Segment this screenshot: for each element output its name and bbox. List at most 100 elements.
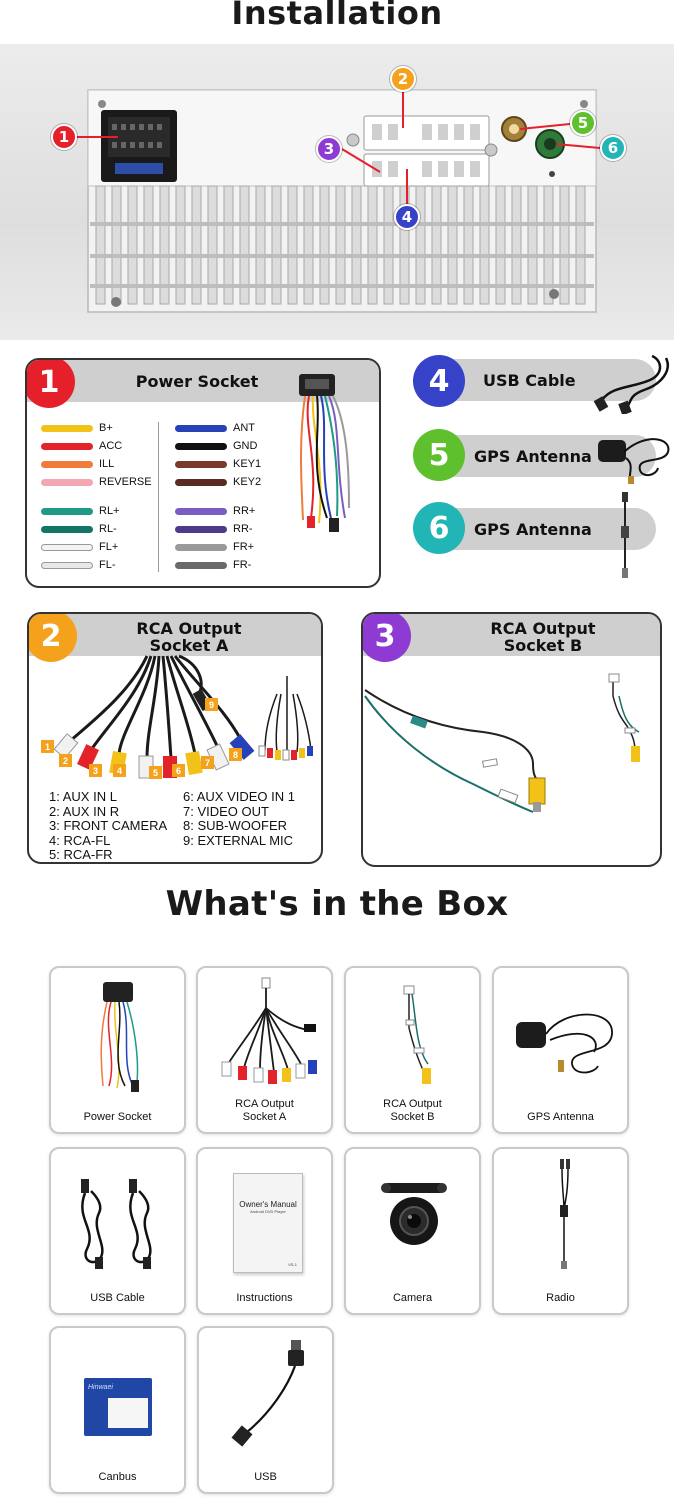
wire-row: REVERSE xyxy=(41,476,152,488)
wire-color-swatch xyxy=(41,460,93,468)
wire-label: ACC xyxy=(99,440,123,452)
gps-antenna-title-1: GPS Antenna xyxy=(474,447,592,466)
wire-label: RR- xyxy=(233,523,253,535)
wire-label: FL+ xyxy=(99,541,119,553)
wire-row: KEY2 xyxy=(175,476,261,488)
rca-a-tag-5: 5 xyxy=(149,766,162,779)
wire-color-swatch xyxy=(175,442,227,450)
wire-row: KEY1 xyxy=(175,458,261,470)
box-item-gps-antenna: GPS Antenna xyxy=(492,966,629,1134)
rca-socket-b-illustration xyxy=(364,673,640,813)
rca-socket-b-panel: RCA Output Socket B 3 xyxy=(361,612,662,867)
usb-cable-title: USB Cable xyxy=(483,371,576,390)
wire-row: ACC xyxy=(41,440,122,452)
rca-a-tag-8: 8 xyxy=(229,748,242,761)
installation-title: Installation xyxy=(231,0,443,32)
wire-row: RR- xyxy=(175,523,253,535)
whats-in-the-box-title: What's in the Box xyxy=(165,884,509,924)
rca-a-header xyxy=(29,614,321,656)
wire-color-swatch xyxy=(175,424,227,432)
wire-label: FL- xyxy=(99,559,116,571)
wire-label: REVERSE xyxy=(99,476,152,488)
wire-label: RL+ xyxy=(99,505,120,517)
manual-code: VS-1 xyxy=(288,1262,297,1267)
wire-label: KEY2 xyxy=(233,476,262,488)
rca-a-legend-item: 7: VIDEO OUT xyxy=(183,803,269,819)
wire-row: ANT xyxy=(175,422,255,434)
wire-color-swatch xyxy=(41,424,93,432)
badge-5: 5 xyxy=(570,110,596,136)
wire-row: FR- xyxy=(175,559,251,571)
wire-row: ILL xyxy=(41,458,114,470)
wire-label: FR- xyxy=(233,559,252,571)
power-socket-panel: Power Socket B+ ACC ILL REVERSE RL+ RL- FL+ FL-… xyxy=(25,358,381,588)
rca-b-title-line1: RCA Output xyxy=(490,619,596,638)
manual-icon: Owner's Manual Android DVD Player VS-1 xyxy=(233,1173,303,1273)
wire-row: RL+ xyxy=(41,505,120,517)
power-socket-title: Power Socket xyxy=(135,372,259,391)
rca-socket-a-illustration xyxy=(53,654,313,779)
wire-color-swatch xyxy=(41,543,93,551)
wire-color-swatch xyxy=(175,478,227,486)
box-item-usb-cable: USB Cable xyxy=(49,1147,186,1315)
wire-color-swatch xyxy=(175,460,227,468)
manual-title: Owner's Manual xyxy=(239,1200,297,1209)
wire-row: RL- xyxy=(41,523,117,535)
head-unit-illustration xyxy=(76,89,601,313)
wire-label: ANT xyxy=(233,422,255,434)
wire-row: FL+ xyxy=(41,541,118,553)
wire-label: KEY1 xyxy=(233,458,262,470)
rca-a-tag-1: 1 xyxy=(41,740,54,753)
box-item-radio: Radio xyxy=(492,1147,629,1315)
gps-antenna-icon xyxy=(598,438,670,484)
rca-a-legend-item: 2: AUX IN R xyxy=(49,803,120,819)
badge-2: 2 xyxy=(390,66,416,92)
rca-a-legend-item: 6: AUX VIDEO IN 1 xyxy=(183,789,295,804)
gps-antenna-number-2: 6 xyxy=(413,502,465,554)
wire-label: ILL xyxy=(99,458,115,470)
box-item-label: Canbus xyxy=(98,1471,137,1483)
box-item-label: GPS Antenna xyxy=(527,1111,594,1123)
rca-cable-icon xyxy=(221,977,317,1084)
wire-color-swatch xyxy=(41,478,93,486)
rca-a-title: RCA Output Socket A xyxy=(89,620,289,654)
rca-a-tag-9: 9 xyxy=(205,698,218,711)
wire-row: B+ xyxy=(41,422,113,434)
usb-adapter-icon xyxy=(231,1340,304,1447)
box-item-label: Radio xyxy=(546,1292,575,1304)
box-item-canbus: Hinwaei Canbus xyxy=(49,1326,186,1494)
rca-a-legend-left: 1: AUX IN L 2: AUX IN R 3: FRONT CAMERA … xyxy=(49,789,167,862)
gps-antenna-title-2: GPS Antenna xyxy=(474,520,592,539)
rca-a-title-line2: Socket A xyxy=(149,636,229,655)
rca-b-title-line2: Socket B xyxy=(503,636,583,655)
box-item-label: Power Socket xyxy=(83,1111,152,1123)
camera-icon xyxy=(381,1183,447,1245)
box-item-instructions: Owner's Manual Android DVD Player VS-1 I… xyxy=(196,1147,333,1315)
gps-antenna-icon xyxy=(516,1013,613,1074)
head-unit-rear-photo: 1 2 3 4 5 6 xyxy=(0,44,674,340)
rca-b-header xyxy=(363,614,660,656)
power-socket-number: 1 xyxy=(27,360,75,408)
box-item-power-socket: Power Socket xyxy=(49,966,186,1134)
box-item-label: USB xyxy=(254,1471,277,1483)
rca-b-cable-icon xyxy=(403,985,431,1084)
wire-list-divider xyxy=(158,422,159,572)
wire-color-swatch xyxy=(175,543,227,551)
badge-3: 3 xyxy=(316,136,342,162)
box-item-label: Camera xyxy=(392,1292,433,1304)
radio-antenna-cable-icon xyxy=(621,492,629,578)
rca-a-legend-item: 8: SUB-WOOFER xyxy=(183,818,288,833)
power-harness-icon xyxy=(100,982,139,1092)
wire-row: FR+ xyxy=(175,541,254,553)
power-harness-icon xyxy=(299,374,350,532)
wire-row: GND xyxy=(175,440,257,452)
rca-a-legend-item: 9: EXTERNAL MIC xyxy=(183,832,294,848)
canbus-box-icon: Hinwaei xyxy=(84,1378,152,1436)
wire-color-swatch xyxy=(41,507,93,515)
badge-4: 4 xyxy=(394,204,420,230)
rca-b-title: RCA Output Socket B xyxy=(443,620,643,654)
box-item-usb: USB xyxy=(197,1326,334,1494)
usb-cable-number: 4 xyxy=(413,355,465,407)
